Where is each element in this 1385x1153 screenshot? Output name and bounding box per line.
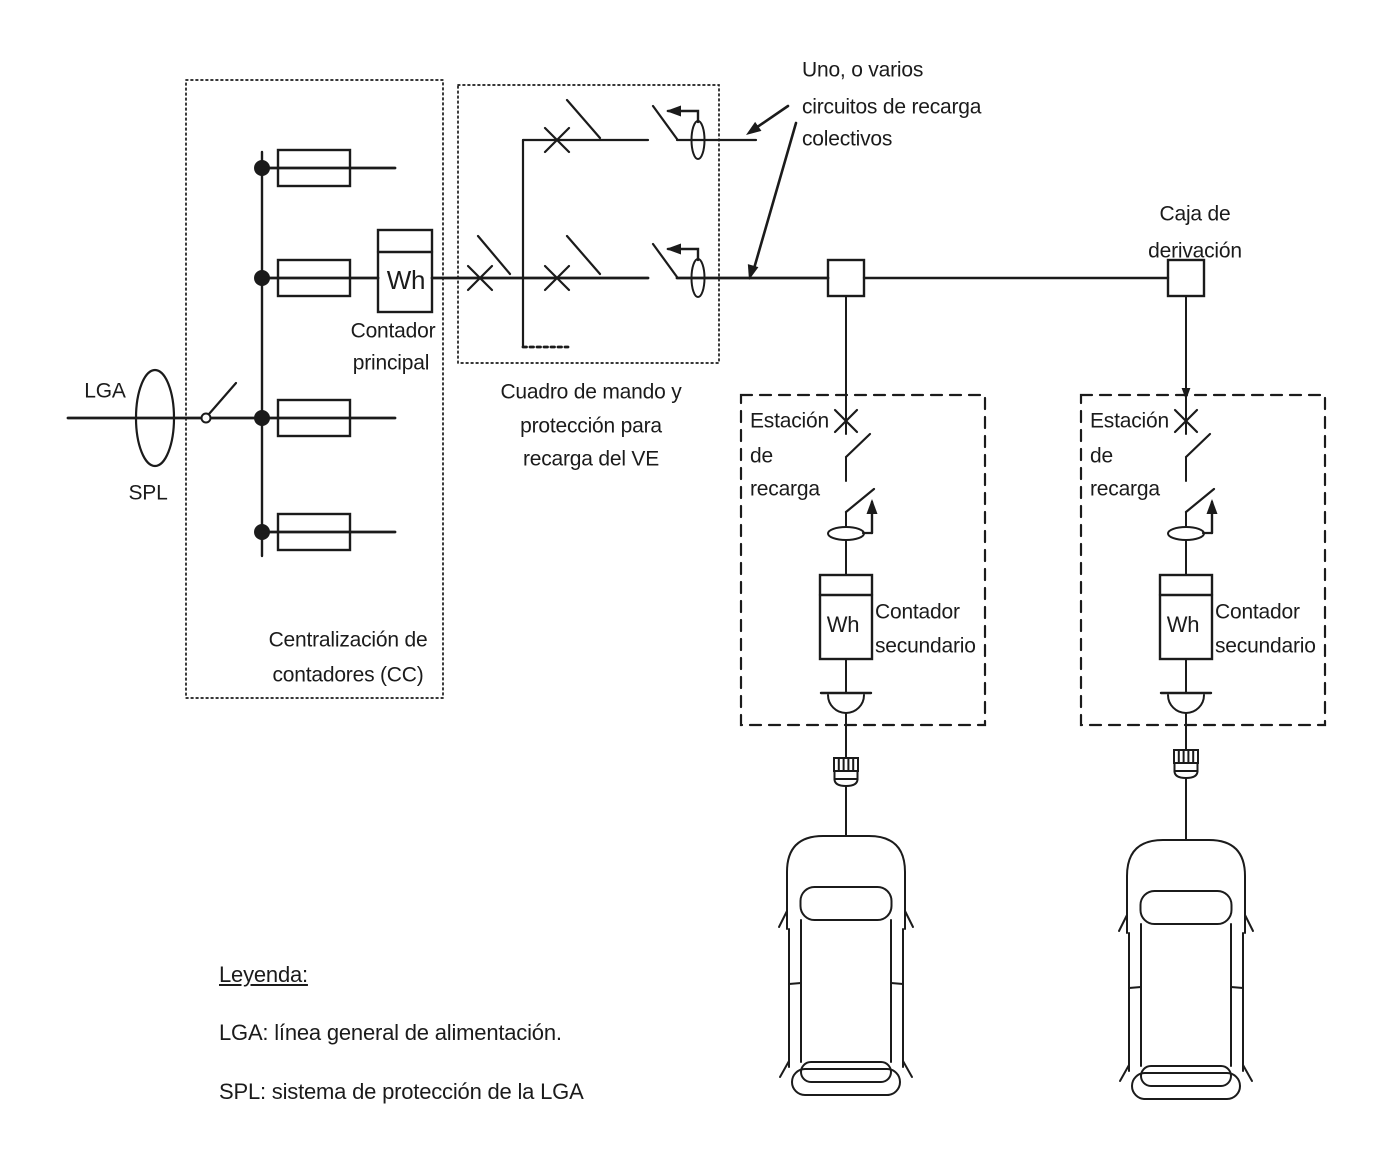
lga-label: LGA: [84, 379, 126, 403]
meter-branch-1: [254, 148, 397, 188]
main-meter-label: principal: [352, 351, 430, 375]
secondary-meter-label: secundario: [875, 634, 976, 658]
charging-station-1: [741, 296, 985, 1096]
metering-center-label: contadores (CC): [272, 663, 424, 687]
rcd-symbol: [651, 242, 830, 298]
station-label: recarga: [750, 477, 820, 501]
legend-item: SPL: sistema de protección de la LGA: [219, 1079, 584, 1104]
main-meter-symbol: [376, 228, 434, 314]
main-meter-wh: Wh: [386, 265, 426, 295]
spl-label: SPL: [128, 481, 168, 505]
meter-branch-3: [254, 398, 352, 438]
control-panel-label: protección para: [520, 414, 662, 438]
ev-car-icon: [1118, 839, 1254, 1100]
annotation-text: circuitos de recarga: [802, 95, 982, 119]
junction-box-1: [826, 258, 866, 298]
ev-car-icon: [778, 835, 914, 1096]
meter-branch-2: [254, 258, 380, 298]
rcd-symbol: [651, 104, 758, 160]
annotation-arrows: [741, 104, 798, 283]
secondary-meter-label: secundario: [1215, 634, 1316, 658]
charging-station-2: [1081, 296, 1325, 1100]
station-label: Estación: [1090, 409, 1169, 433]
metering-center-box: [185, 79, 444, 699]
panel-upper-circuit: [521, 98, 758, 160]
station-label: recarga: [1090, 477, 1160, 501]
junction-box-2: [1166, 258, 1206, 298]
secondary-meter-wh: Wh: [826, 612, 860, 637]
junction-box-label: derivación: [1148, 239, 1242, 263]
station-label: de: [1090, 444, 1113, 468]
lga-feeder-line: [66, 368, 397, 468]
junction-box-label: Caja de: [1159, 202, 1231, 226]
breaker-blade: [565, 98, 602, 140]
legend-item: LGA: línea general de alimentación.: [219, 1020, 562, 1045]
panel-main-circuit: [430, 234, 830, 298]
secondary-meter-label: Contador: [875, 600, 960, 624]
plug-connector-icon: [833, 757, 859, 787]
metering-center-label: Centralización de: [268, 628, 428, 652]
annotation-text: colectivos: [802, 127, 893, 151]
breaker-blade: [476, 234, 512, 276]
meter-branch-4: [254, 512, 397, 552]
main-meter-label: Contador: [350, 319, 436, 343]
breaker-blade: [565, 234, 602, 276]
collective-circuit: [826, 258, 1206, 435]
legend-title: Leyenda:: [219, 962, 308, 987]
spl-protection-symbol: [134, 368, 176, 468]
secondary-meter-wh: Wh: [1166, 612, 1200, 637]
station-label: Estación: [750, 409, 829, 433]
annotation-text: Uno, o varios: [802, 58, 924, 82]
station-label: de: [750, 444, 773, 468]
plug-connector-icon: [1173, 749, 1199, 779]
control-panel-label: recarga del VE: [522, 447, 660, 471]
control-panel-box: [430, 84, 830, 364]
secondary-meter-label: Contador: [1215, 600, 1300, 624]
control-panel-label: Cuadro de mando y: [500, 380, 682, 404]
main-switch-blade: [207, 381, 238, 416]
